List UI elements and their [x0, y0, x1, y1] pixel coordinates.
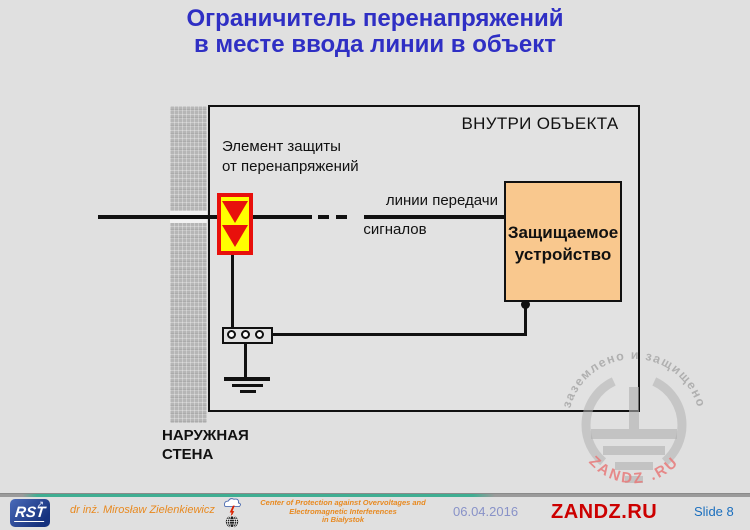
rst-logo: RST ↗ [10, 499, 50, 527]
signal-line-segment [98, 215, 312, 219]
slide-title: Ограничитель перенапряжений в месте ввод… [0, 6, 750, 58]
protection-element-label: Элемент защиты от перенапряжений [222, 138, 359, 175]
center-of-protection-caption: Center of Protection against Overvoltage… [260, 498, 426, 524]
slide-title-line2: в месте ввода линии в объект [194, 31, 556, 58]
spd-triangle-icon [222, 201, 248, 223]
ground-stem [244, 344, 247, 378]
signal-line-label-2: сигналов [363, 221, 427, 238]
protected-device-box: Защищаемое устройство [504, 181, 622, 302]
terminal-circle [241, 330, 250, 339]
terminal-circle [227, 330, 236, 339]
connection-dot [521, 300, 530, 309]
surge-protector-symbol [217, 193, 253, 255]
signal-line-label-1: линии передачи [385, 192, 498, 209]
footer-divider [0, 493, 750, 497]
outer-wall [170, 106, 207, 423]
spd-triangle-icon [222, 225, 248, 247]
spd-earth-wire [231, 255, 234, 327]
signal-line-segment [364, 215, 505, 219]
ground-symbol-bar [224, 377, 270, 381]
inside-object-label: ВНУТРИ ОБЪЕКТА [461, 114, 619, 133]
lightning-arrow-icon: ↗ [36, 499, 44, 509]
watermark-brand-text: ZANDZ .RU [585, 453, 682, 488]
device-earth-wire-vertical [524, 307, 527, 336]
ground-symbol-bar [240, 390, 256, 393]
author-name: dr inż. Mirosław Zielenkiewicz [70, 504, 215, 516]
device-earth-wire-horizontal [273, 333, 527, 336]
watermark-ground-icon [591, 387, 677, 483]
zandz-site-label: ZANDZ.RU [551, 501, 658, 523]
slide-number: Slide 8 [694, 504, 734, 519]
slide-title-line1: Ограничитель перенапряжений [186, 5, 564, 32]
outer-wall-label: НАРУЖНАЯ СТЕНА [162, 427, 249, 463]
signal-line-dash [318, 215, 329, 219]
cloud-lightning-globe-icon [224, 498, 241, 528]
terminal-circle [255, 330, 264, 339]
slide-date: 06.04.2016 [453, 504, 519, 519]
watermark-ring [581, 372, 687, 478]
ground-symbol-bar [232, 384, 263, 387]
signal-line-dash [336, 215, 347, 219]
zandz-watermark: заземлено и защищено ZANDZ .RU [559, 348, 707, 488]
